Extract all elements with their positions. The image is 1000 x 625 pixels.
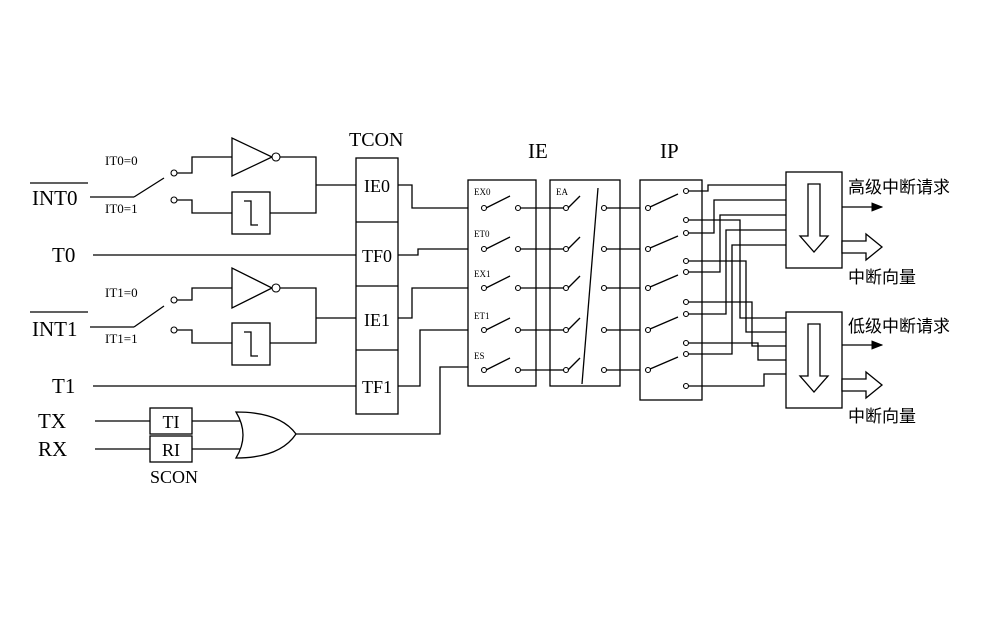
low-query-down-arrow <box>798 323 830 393</box>
tx-label: TX <box>38 409 66 433</box>
it0-1-label: IT0=1 <box>105 201 138 216</box>
int0-falling-edge-symbol <box>244 200 258 226</box>
ip-register: IP <box>639 139 703 401</box>
int0-input: INT0 IT0=0 IT0=1 <box>30 136 356 235</box>
ie-title: IE <box>528 139 548 163</box>
it0-switch-blade <box>133 177 165 198</box>
it1-switch-blade <box>133 305 165 328</box>
it0-1-contact <box>170 196 178 204</box>
int1-inverter-bubble <box>271 283 281 293</box>
it1-0-contact <box>170 296 178 304</box>
ip-priority-switches <box>644 187 690 390</box>
int1-falling-edge-symbol <box>244 331 258 357</box>
ie-individual-box <box>467 179 537 387</box>
ie-es: ES <box>474 351 485 361</box>
t1-label: T1 <box>52 374 75 398</box>
int1-input: INT1 IT1=0 IT1=1 <box>30 266 356 366</box>
it1-0-label: IT1=0 <box>105 285 138 300</box>
tcon-register: TCON IE0 TF0 IE1 TF1 <box>349 129 403 415</box>
it1-1-label: IT1=1 <box>105 331 138 346</box>
high-vector-label: 中断向量 <box>848 268 916 288</box>
ie-individual-switches <box>480 195 550 374</box>
int0-buffer-gate <box>231 136 274 178</box>
t1-input: T1 <box>52 374 356 398</box>
serial-or-gate <box>234 411 297 459</box>
rx-label: RX <box>38 437 67 461</box>
t0-label: T0 <box>52 243 75 267</box>
tcon-ie0: IE0 <box>364 176 390 196</box>
scon-ri-label: RI <box>162 440 180 460</box>
int1-label: INT1 <box>32 317 78 341</box>
low-vector-label: 中断向量 <box>848 407 916 427</box>
low-vector-arrow <box>841 370 884 400</box>
scon-ri-cell <box>149 435 193 463</box>
scon-ti-label: TI <box>163 412 180 432</box>
ea-global-switch <box>550 187 640 385</box>
high-request-label: 高级中断请求 <box>848 178 950 198</box>
it0-0-label: IT0=0 <box>105 153 138 168</box>
ea-gang-line <box>581 187 599 385</box>
ie-ex0: EX0 <box>474 187 491 197</box>
it1-1-contact <box>170 326 178 334</box>
high-priority-query: 高级中断请求 中断向量 <box>785 171 950 288</box>
low-priority-query: 低级中断请求 中断向量 <box>785 311 950 427</box>
scon-title: SCON <box>150 467 198 487</box>
ip-box <box>639 179 703 401</box>
tcon-tf1: TF1 <box>362 377 392 397</box>
int1-buffer-gate <box>231 266 274 310</box>
high-vector-arrow <box>841 232 884 262</box>
ie-ea: EA <box>556 187 568 197</box>
tcon-tf0: TF0 <box>362 246 392 266</box>
high-query-down-arrow <box>798 183 830 253</box>
it0-0-contact <box>170 169 178 177</box>
ie-register: IE EX0 ET0 EX1 ET1 ES EA <box>467 139 640 387</box>
scon-ti-cell <box>149 407 193 435</box>
t0-input: T0 <box>52 243 356 267</box>
tcon-title: TCON <box>349 129 403 151</box>
ie-et1: ET1 <box>474 311 490 321</box>
ie-et0: ET0 <box>474 229 490 239</box>
low-request-label: 低级中断请求 <box>848 317 950 337</box>
int0-label: INT0 <box>32 186 78 210</box>
ie-ex1: EX1 <box>474 269 491 279</box>
ip-title: IP <box>660 139 679 163</box>
int0-inverter-bubble <box>271 152 281 162</box>
serial-input: TX RX TI RI SCON <box>38 366 468 487</box>
tcon-ie1: IE1 <box>364 310 390 330</box>
priority-wiring <box>689 184 786 387</box>
